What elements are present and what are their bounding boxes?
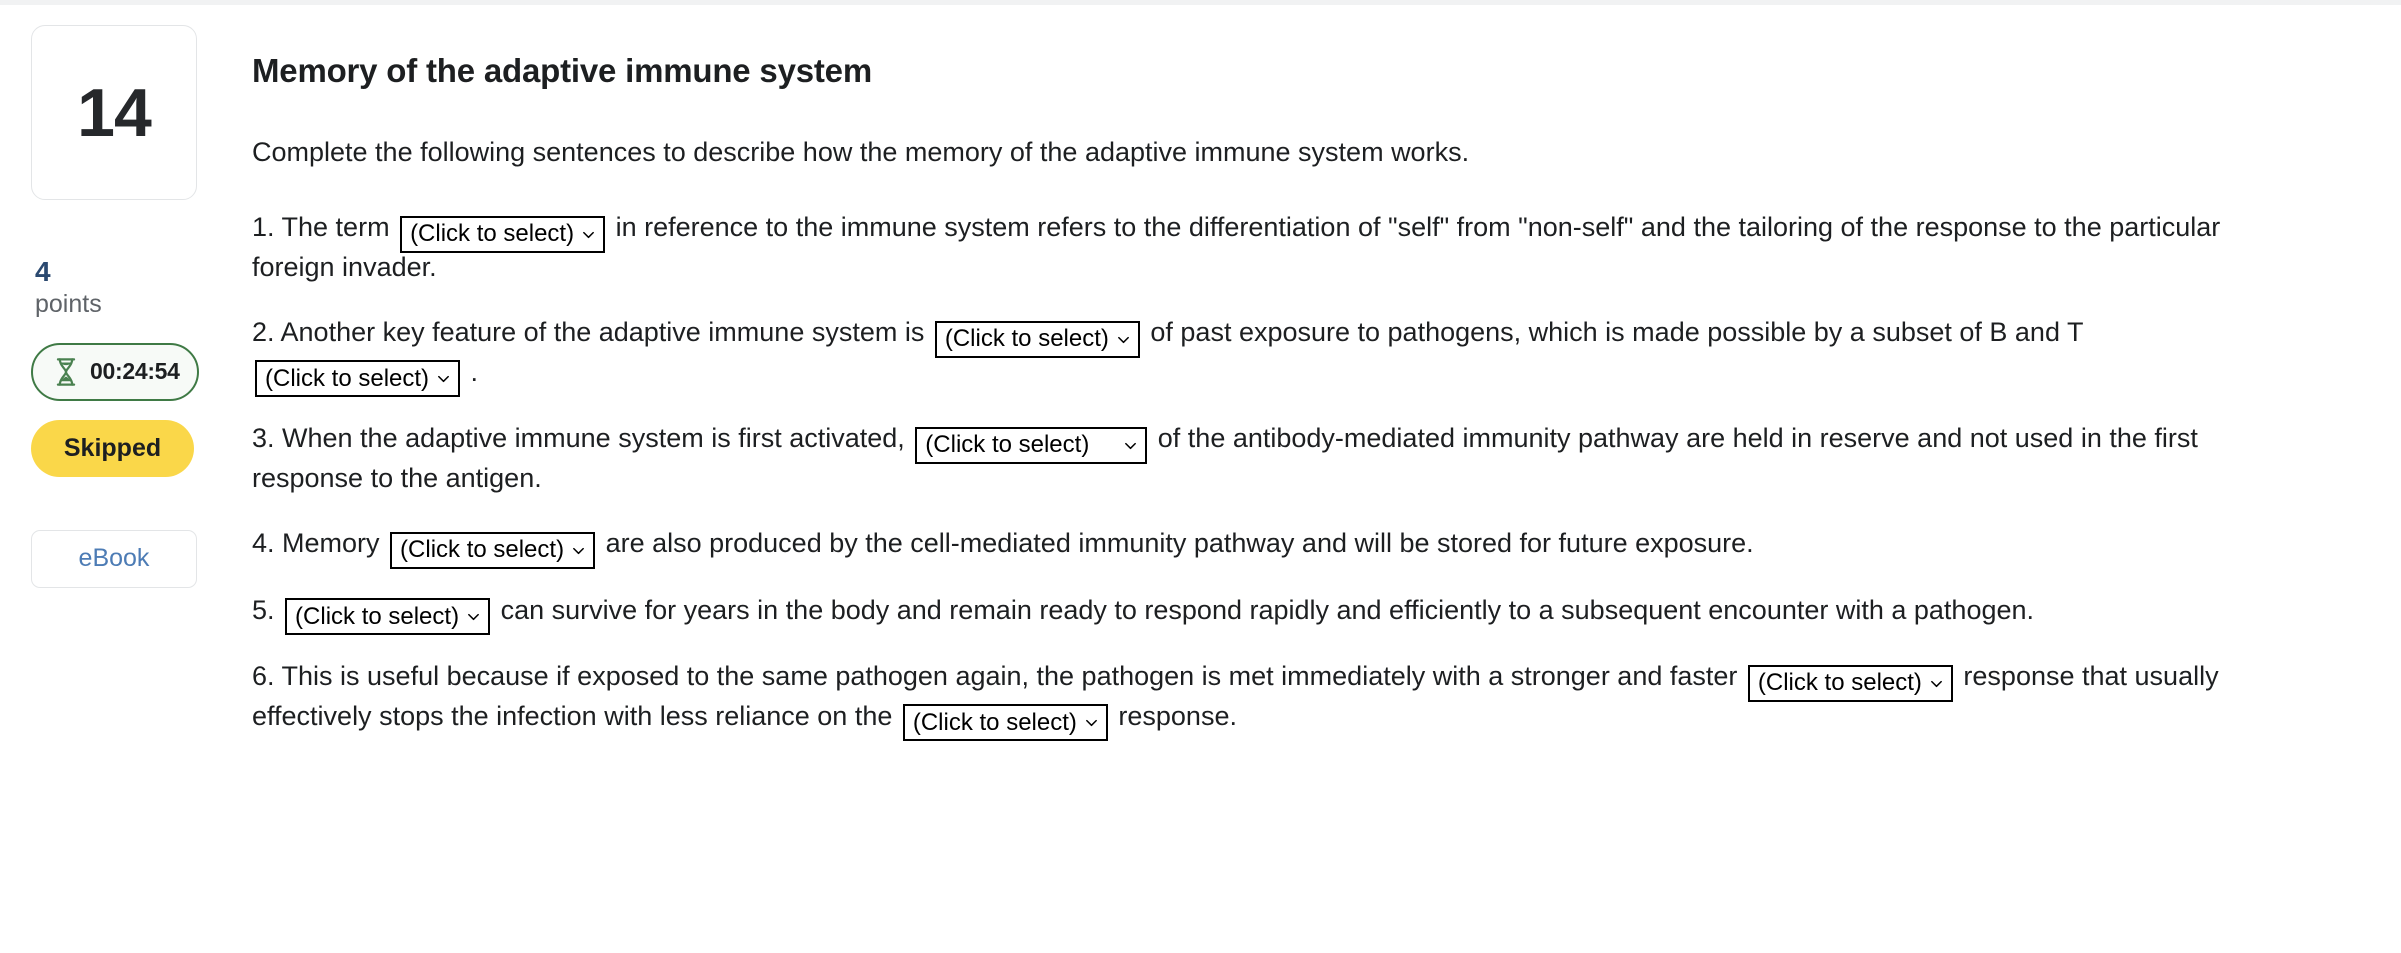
- select-2[interactable]: (Click to select): [934, 320, 1140, 358]
- select-3[interactable]: (Click to select): [255, 360, 461, 398]
- select-value: (Click to select): [944, 325, 1109, 353]
- sentence-item: 4. Memory (Click to select) are also pro…: [252, 524, 2232, 569]
- select-value: (Click to select): [912, 708, 1077, 736]
- status-badge: Skipped: [31, 419, 194, 477]
- chevron-down-icon: [1116, 332, 1131, 347]
- sentence-item: 2. Another key feature of the adaptive i…: [252, 313, 2232, 398]
- question-number-card: 14: [31, 25, 197, 200]
- select-value: (Click to select): [400, 536, 565, 564]
- chevron-down-icon: [1929, 676, 1944, 691]
- sentence-item: 1. The term (Click to select) in referen…: [252, 212, 2221, 282]
- chevron-down-icon: [436, 371, 451, 386]
- question-content: Memory of the adaptive immune system Com…: [250, 5, 2330, 742]
- question-sidebar: 14 4 points 00:24:54 Skipped eB: [0, 5, 250, 588]
- chevron-down-icon: [1123, 438, 1138, 453]
- chevron-down-icon: [1084, 715, 1099, 730]
- select-4[interactable]: (Click to select): [915, 426, 1148, 464]
- select-1[interactable]: (Click to select): [400, 215, 606, 253]
- question-number: 14: [77, 74, 152, 151]
- sentence-item: 3. When the adaptive immune system is fi…: [252, 423, 2198, 493]
- select-8[interactable]: (Click to select): [902, 704, 1108, 742]
- chevron-down-icon: [581, 227, 596, 242]
- hourglass-icon: [53, 357, 79, 387]
- select-value: (Click to select): [1757, 669, 1922, 697]
- sentence-item: 6. This is useful because if exposed to …: [252, 657, 2232, 742]
- sentence-list: 1. The term (Click to select) in referen…: [252, 208, 2330, 742]
- chevron-down-icon: [571, 543, 586, 558]
- select-value: (Click to select): [925, 431, 1090, 459]
- ebook-button[interactable]: eBook: [31, 529, 197, 588]
- sentence-item: 5. (Click to select) can survive for yea…: [252, 591, 2232, 636]
- select-value: (Click to select): [295, 602, 460, 630]
- top-edge-strip: [0, 0, 2401, 5]
- points-label: points: [35, 290, 102, 319]
- select-value: (Click to select): [410, 220, 575, 248]
- select-6[interactable]: (Click to select): [285, 598, 491, 636]
- page-title: Memory of the adaptive immune system: [252, 52, 872, 89]
- select-7[interactable]: (Click to select): [1747, 664, 1953, 702]
- points-value: 4: [35, 256, 51, 287]
- question-page: 14 4 points 00:24:54 Skipped eB: [0, 5, 2401, 953]
- select-value: (Click to select): [265, 364, 430, 392]
- chevron-down-icon: [466, 609, 481, 624]
- timer-pill: 00:24:54: [31, 342, 199, 401]
- timer-text: 00:24:54: [90, 358, 180, 385]
- select-5[interactable]: (Click to select): [390, 531, 596, 569]
- question-intro: Complete the following sentences to desc…: [252, 137, 1470, 167]
